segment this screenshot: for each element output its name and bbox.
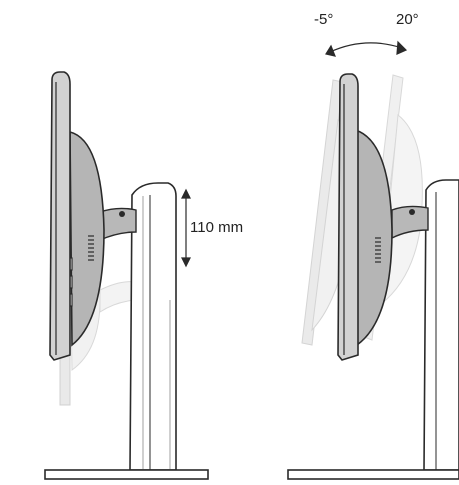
hinge-arm-right	[391, 205, 429, 240]
monitor-back-housing-right	[354, 128, 393, 347]
stand-column	[129, 182, 177, 471]
height-adjustment-label: 110 mm	[190, 219, 244, 236]
tilt-adjust-illustration	[287, 40, 459, 480]
height-adjust-illustration	[44, 71, 209, 480]
stand-base	[44, 469, 209, 480]
monitor-panel	[49, 71, 71, 361]
vent-grille-right	[375, 237, 381, 263]
monitor-panel-right	[337, 73, 359, 361]
vent-grille	[88, 235, 94, 261]
tilt-back-label: -5°	[314, 11, 334, 28]
hinge-arm	[99, 207, 137, 242]
stand-base-right	[287, 469, 459, 480]
tilt-arc	[325, 40, 408, 57]
stand-column-right	[423, 179, 459, 471]
height-arrow	[181, 188, 191, 268]
monitor-back-housing	[69, 130, 105, 347]
tilt-forward-label: 20°	[396, 11, 419, 28]
